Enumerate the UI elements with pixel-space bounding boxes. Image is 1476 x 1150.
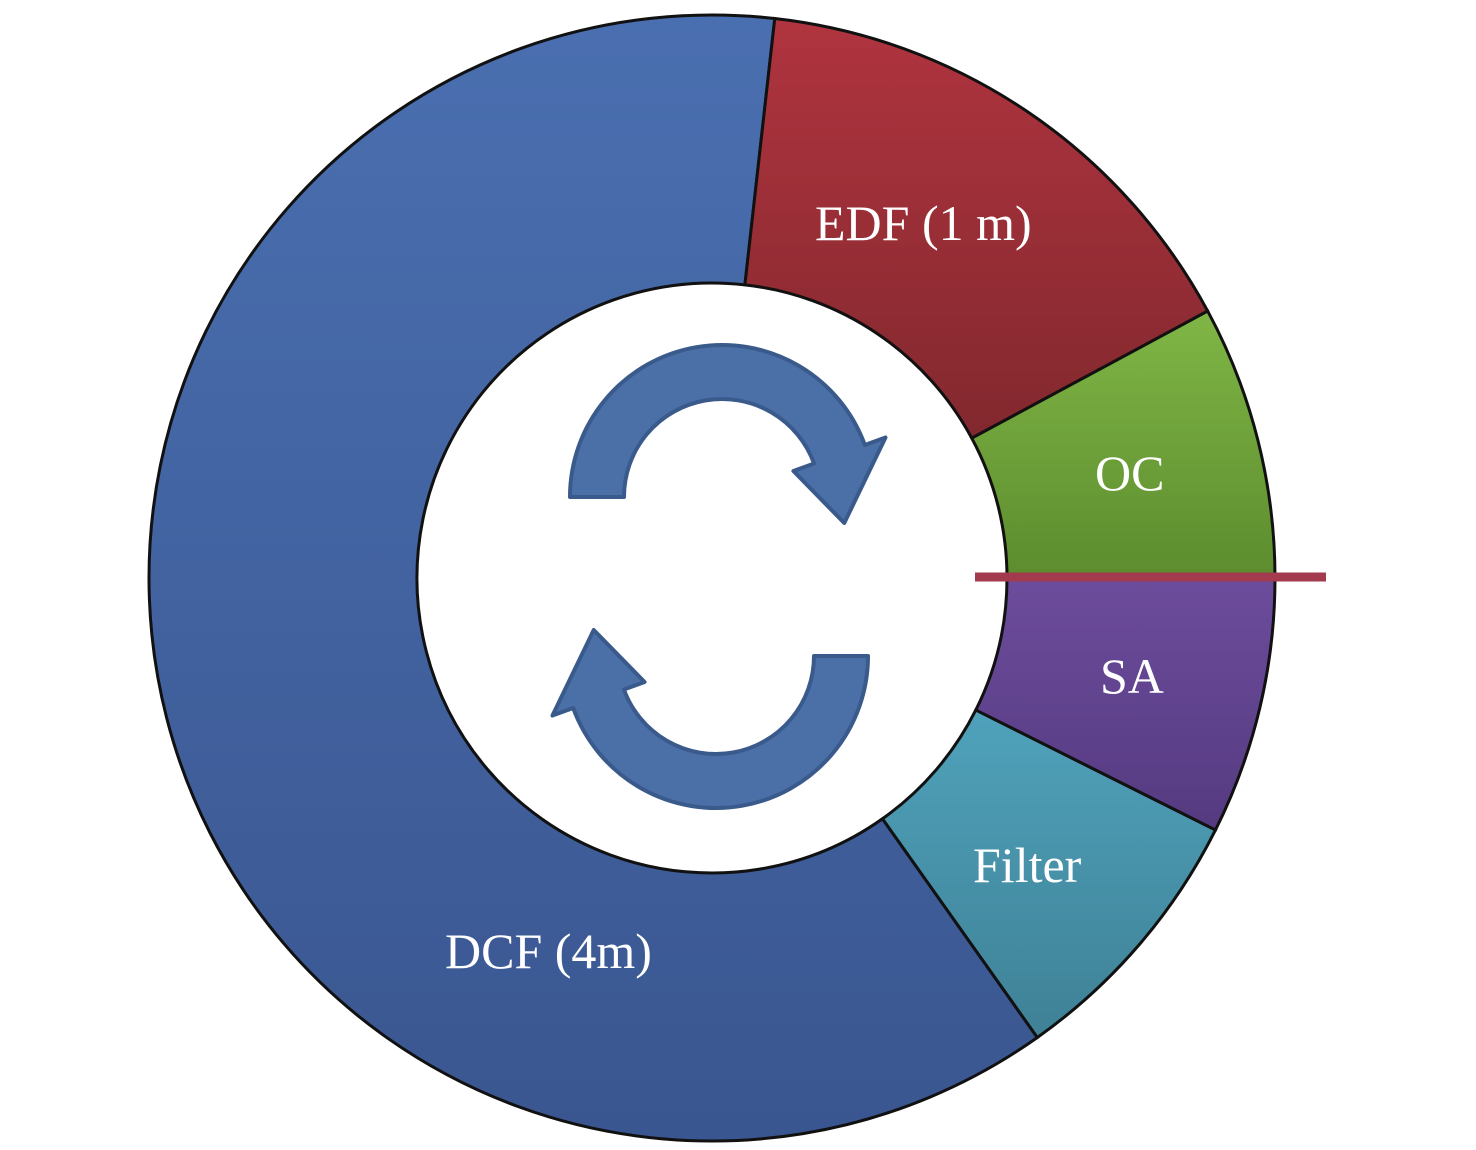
label-oc: OC (1095, 445, 1164, 501)
segment-edf (743, 16, 1210, 441)
label-filter: Filter (973, 837, 1082, 893)
circular-arrows-icon (550, 343, 888, 810)
arrow-bottom-icon (550, 628, 870, 810)
label-sa: SA (1100, 648, 1164, 704)
ring-segments (147, 13, 1277, 1143)
arrow-top-icon (568, 343, 888, 525)
label-dcf: DCF (4m) (445, 923, 652, 979)
segment-dcf (147, 13, 1040, 1143)
label-edf: EDF (1 m) (815, 195, 1032, 251)
segment-filter (880, 708, 1218, 1040)
